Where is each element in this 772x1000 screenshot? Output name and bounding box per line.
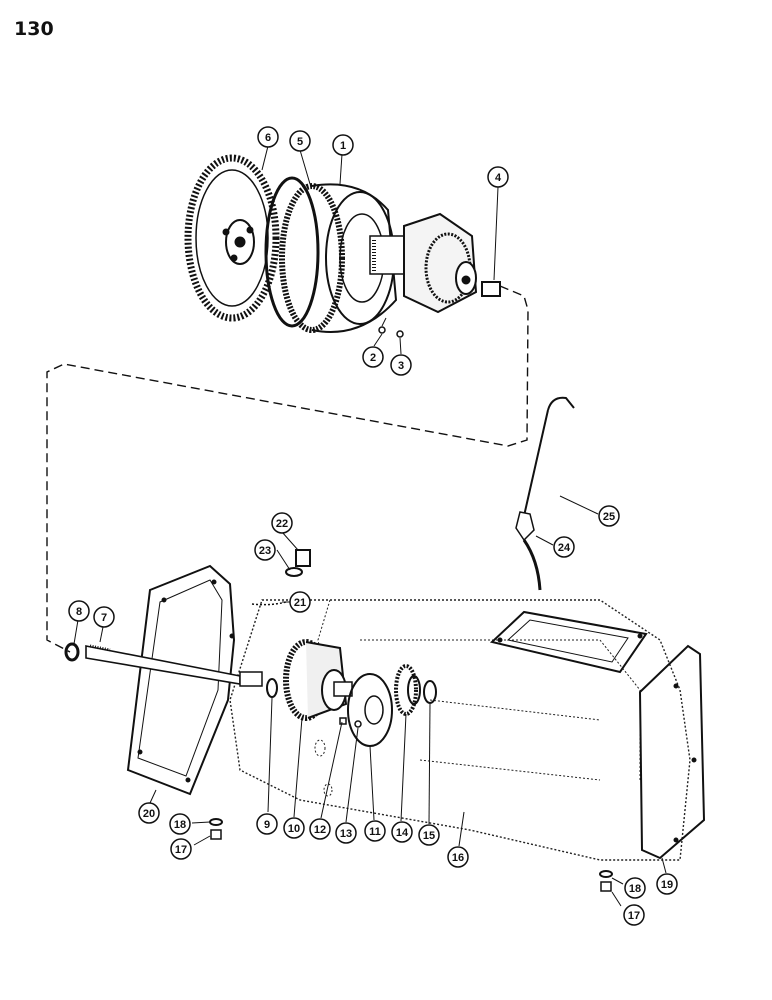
svg-text:17: 17 [628, 910, 640, 922]
svg-text:24: 24 [558, 542, 571, 554]
callout-18-left: 18 [169, 813, 191, 835]
callout-18-right: 18 [624, 877, 646, 899]
plug-group [251, 549, 311, 606]
svg-text:25: 25 [603, 511, 615, 523]
svg-text:18: 18 [629, 883, 641, 895]
callout-19: 19 [656, 873, 678, 895]
svg-text:3: 3 [398, 360, 404, 372]
callout-24: 24 [553, 536, 575, 558]
callout-14: 14 [391, 821, 413, 843]
svg-text:21: 21 [294, 597, 306, 609]
svg-text:19: 19 [661, 879, 673, 891]
callout-2: 2 [362, 346, 384, 368]
svg-text:2: 2 [370, 352, 376, 364]
callout-4: 4 [487, 166, 509, 188]
alignment-dashed-line [46, 285, 529, 653]
svg-text:4: 4 [495, 172, 502, 184]
svg-text:12: 12 [314, 824, 326, 836]
svg-text:13: 13 [340, 828, 352, 840]
svg-text:8: 8 [76, 606, 82, 618]
front-gasket [126, 564, 236, 796]
callout-20: 20 [138, 802, 160, 824]
callout-25: 25 [598, 505, 620, 527]
top-cover [489, 610, 648, 674]
callout-17-right: 17 [623, 904, 645, 926]
input-shaft-group [64, 639, 437, 747]
callout-11: 11 [364, 820, 386, 842]
page-number: 130 [14, 18, 54, 40]
callout-17-left: 17 [170, 838, 192, 860]
callout-8: 8 [68, 600, 90, 622]
svg-text:22: 22 [276, 518, 288, 530]
svg-text:15: 15 [423, 830, 435, 842]
callout-21: 21 [289, 591, 311, 613]
svg-text:11: 11 [369, 826, 381, 838]
flywheel-assembly [184, 154, 320, 328]
dipstick [515, 396, 575, 591]
svg-text:5: 5 [297, 136, 303, 148]
callout-10: 10 [283, 817, 305, 839]
torque-converter [279, 183, 501, 338]
svg-text:17: 17 [175, 844, 187, 856]
rear-gasket [638, 644, 706, 860]
callout-23: 23 [254, 539, 276, 561]
callout-7: 7 [93, 606, 115, 628]
callouts: 1 2 3 4 5 6 7 8 9 10 11 12 13 14 15 16 1… [68, 126, 678, 926]
svg-text:9: 9 [264, 819, 270, 831]
svg-text:7: 7 [101, 612, 107, 624]
leader-lines [73, 145, 667, 907]
svg-text:14: 14 [396, 827, 409, 839]
svg-text:18: 18 [174, 819, 186, 831]
svg-text:16: 16 [452, 852, 464, 864]
callout-12: 12 [309, 818, 331, 840]
svg-text:10: 10 [288, 823, 300, 835]
svg-text:1: 1 [340, 140, 346, 152]
callout-22: 22 [271, 512, 293, 534]
svg-text:6: 6 [265, 132, 271, 144]
callout-16: 16 [447, 846, 469, 868]
callout-1: 1 [332, 134, 354, 156]
callout-3: 3 [390, 354, 412, 376]
callout-13: 13 [335, 822, 357, 844]
callout-9: 9 [256, 813, 278, 835]
svg-text:20: 20 [143, 808, 155, 820]
callout-6: 6 [257, 126, 279, 148]
svg-text:23: 23 [259, 545, 271, 557]
callout-15: 15 [418, 824, 440, 846]
callout-5: 5 [289, 130, 311, 152]
